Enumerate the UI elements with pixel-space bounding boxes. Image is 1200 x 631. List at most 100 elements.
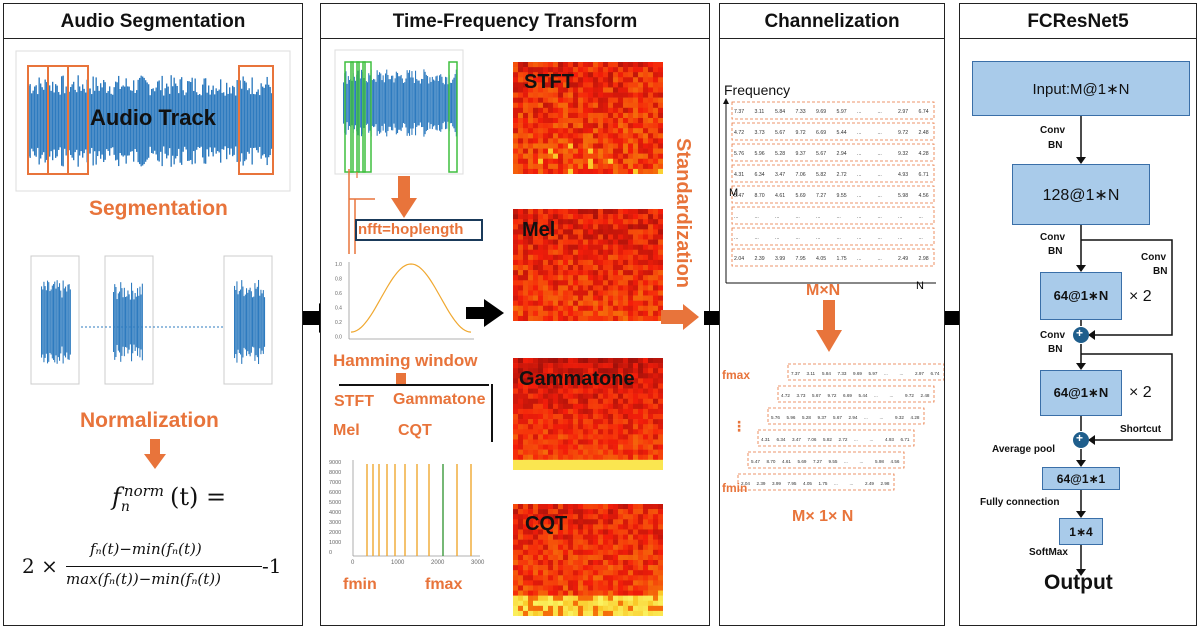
- spectrogram-cell: [543, 87, 549, 93]
- spectrogram-cell: [638, 97, 644, 104]
- spectrogram-cell: [588, 270, 594, 276]
- spectrogram-cell: [593, 464, 599, 470]
- spectrogram-cell: [568, 414, 574, 420]
- spectrogram-cell: [583, 549, 589, 556]
- spectrogram-cell: [638, 239, 644, 245]
- spectrogram-cell: [638, 373, 644, 379]
- spectrogram-cell: [553, 605, 559, 612]
- spectrogram-cell: [563, 133, 569, 139]
- spectrogram-cell: [623, 363, 629, 369]
- spectrogram-cell: [598, 72, 604, 78]
- spectrogram-cell: [643, 118, 649, 124]
- spectrogram-cell: [588, 560, 594, 566]
- spectrogram-cell: [638, 570, 644, 576]
- spectrogram-cell: [558, 534, 564, 540]
- spectrogram-cell: [608, 509, 614, 515]
- spectrogram-cell: [538, 62, 544, 68]
- spectrogram-cell: [538, 444, 544, 450]
- frame-wave-bar: [423, 69, 425, 137]
- spectrogram-cell: [623, 554, 629, 561]
- spectrogram-cell: [518, 403, 524, 410]
- spectrogram-cell: [523, 259, 529, 266]
- spectrogram-cell: [533, 229, 539, 235]
- matrix-cell: 6.69: [816, 130, 826, 136]
- spectrogram-cell: [578, 97, 584, 104]
- spectrogram-cell: [563, 585, 569, 591]
- spectrogram-cell: [648, 305, 654, 312]
- segment-wave-bar: [131, 282, 133, 362]
- spectrogram-cell: [578, 444, 584, 450]
- spectrogram-cell: [548, 259, 554, 266]
- spectrogram-cell: [593, 565, 599, 571]
- spectrogram-cell: [643, 239, 649, 245]
- matrix-cell: 5.44: [837, 130, 847, 136]
- spectrogram-cell: [618, 444, 624, 450]
- frame-wave-bar: [359, 78, 361, 128]
- spectrogram-cell: [528, 544, 534, 551]
- spectrogram-cell: [658, 363, 663, 369]
- spectrogram-cell: [558, 358, 564, 364]
- framing-figure: [334, 49, 464, 178]
- spectrogram-cell: [523, 148, 529, 154]
- spectrogram-cell: [533, 560, 539, 566]
- spectrogram-cell: [603, 148, 609, 154]
- spectrogram-cell: [598, 285, 604, 291]
- spectrogram-cell: [548, 595, 554, 602]
- spectrogram-cell: [618, 509, 624, 515]
- spectrogram-cell: [643, 77, 649, 83]
- spectrogram-cell: [613, 403, 619, 410]
- spectrogram-cell: [623, 87, 629, 93]
- spectrogram-cell: [533, 143, 539, 149]
- spectrogram-cell: [558, 363, 564, 369]
- standardization-label: Standardization: [672, 138, 694, 289]
- spectrogram-cell: [538, 214, 544, 220]
- spectrogram-cell: [518, 102, 524, 109]
- spectrogram-cell: [638, 388, 644, 394]
- spectrogram-cell: [558, 449, 564, 456]
- spectrogram-cell: [648, 388, 654, 394]
- spectrogram-cell: [638, 595, 644, 602]
- spectrogram-cell: [583, 102, 589, 109]
- spectrogram-cell: [638, 429, 644, 435]
- spectrogram-cell: [613, 254, 619, 261]
- matrix-cell: ...: [878, 193, 882, 199]
- spectrogram-cell: [583, 464, 589, 470]
- segment-wave-bar: [53, 284, 55, 360]
- spectrogram-cell: [648, 565, 654, 571]
- spectrogram-cell: [528, 305, 534, 312]
- stack-cell: 2.49: [865, 481, 874, 486]
- spectrogram-cell: [628, 118, 634, 124]
- segment-wave-bar: [248, 289, 250, 355]
- spectrogram-cell: [598, 595, 604, 602]
- spectrogram-cell: [633, 254, 639, 261]
- spectrogram-cell: [573, 544, 579, 551]
- spectrogram-cell: [653, 565, 659, 571]
- spectrogram-cell: [543, 565, 549, 571]
- spectrogram-cell: [553, 429, 559, 435]
- spectrogram-cell: [558, 544, 564, 551]
- spectrogram-cell: [608, 414, 614, 420]
- waveform-bar: [221, 92, 223, 150]
- spectrogram-cell: [583, 72, 589, 78]
- spectrogram-cell: [613, 158, 619, 165]
- spectrogram-cell: [633, 87, 639, 93]
- spectrogram-cell: [598, 373, 604, 379]
- stack-cell: ...: [900, 371, 904, 376]
- spectrogram-cell: [598, 148, 604, 154]
- spectrogram-cell: [563, 72, 569, 78]
- segment-wave-bar: [235, 289, 237, 355]
- spectrogram-cell: [603, 514, 609, 520]
- spectrogram-cell: [648, 87, 654, 93]
- spectrogram-cell: [618, 148, 624, 154]
- waveform-bar: [208, 85, 210, 157]
- spectrogram-cell: [608, 244, 614, 251]
- spectrogram-cell: [603, 224, 609, 230]
- spectrogram-cell: [568, 554, 574, 561]
- spectrogram-cell: [608, 295, 614, 301]
- spectrogram-cell: [593, 290, 599, 296]
- spectrogram-cell: [573, 398, 579, 405]
- spectrogram-cell: [623, 570, 629, 576]
- spectrogram-cell: [648, 118, 654, 124]
- spectrogram-cell: [628, 143, 634, 149]
- waveform-bar: [143, 77, 145, 165]
